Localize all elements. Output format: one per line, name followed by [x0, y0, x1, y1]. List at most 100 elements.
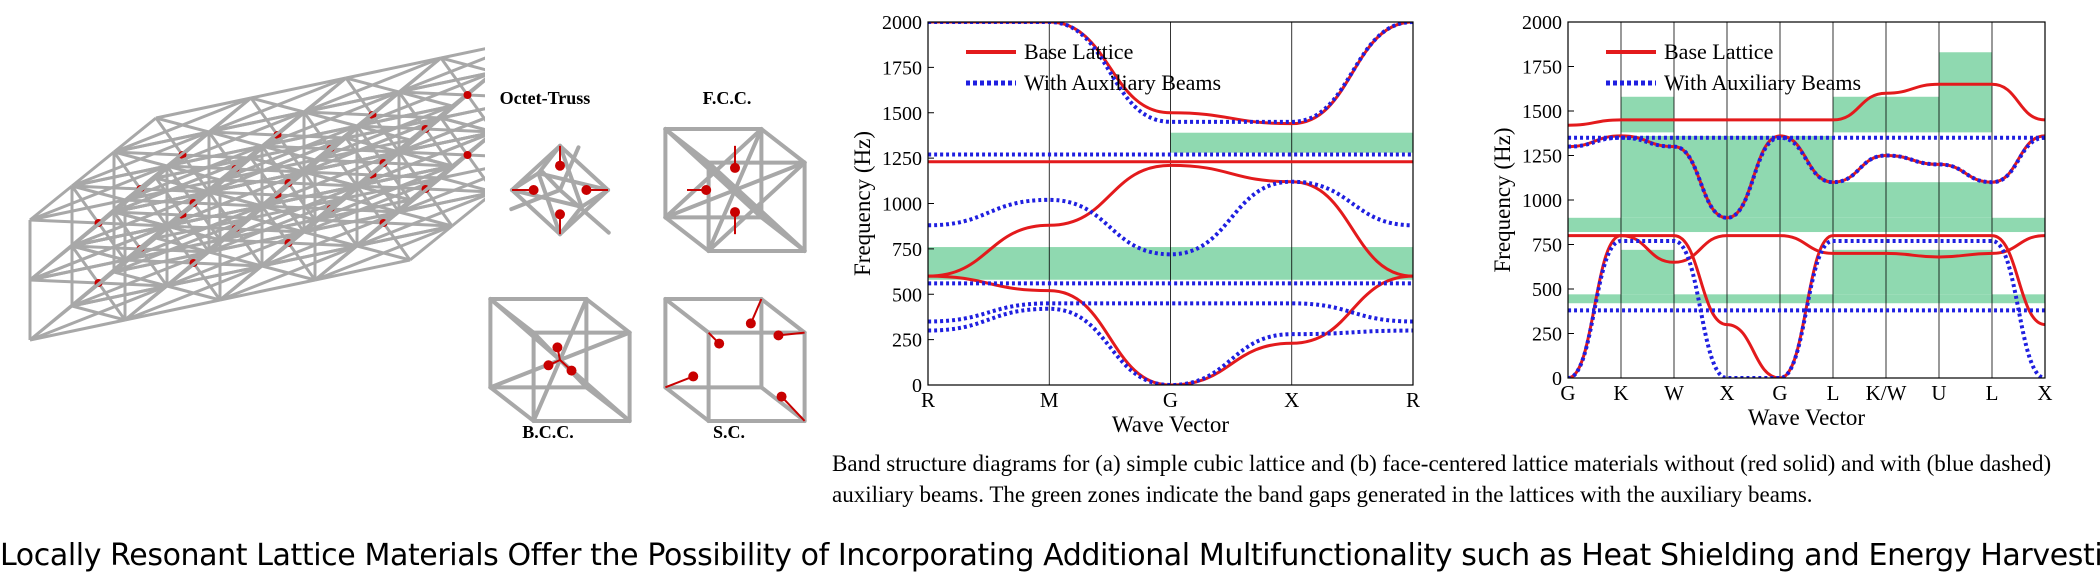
strut	[113, 270, 168, 288]
auxiliary-band	[928, 22, 1413, 124]
x-tick-label: G	[1772, 381, 1787, 405]
x-tick-label: K/W	[1866, 381, 1907, 405]
resonator-mass	[463, 151, 472, 159]
strut	[759, 385, 807, 423]
x-tick-label: L	[1986, 381, 1999, 405]
strut	[29, 318, 126, 342]
strut	[398, 150, 453, 168]
resonator-mass	[714, 338, 725, 349]
strut	[759, 127, 807, 165]
strut	[356, 184, 411, 202]
base-band	[928, 274, 1413, 385]
strut	[584, 297, 632, 335]
strut	[208, 110, 305, 134]
strut	[451, 197, 485, 228]
strut	[113, 130, 210, 154]
strut	[488, 385, 536, 423]
strut	[398, 56, 442, 94]
legend-label-base: Base Lattice	[1664, 39, 1773, 64]
y-tick-label: 1750	[882, 57, 922, 79]
strut	[166, 224, 221, 242]
y-tick-label: 1500	[882, 103, 922, 125]
strut	[71, 184, 126, 202]
x-tick-label: L	[1827, 381, 1840, 405]
strut	[261, 110, 305, 148]
strut	[71, 224, 168, 248]
strut	[219, 218, 316, 242]
x-tick-label: R	[921, 388, 935, 412]
strut	[356, 164, 453, 188]
band-gap-zone	[1621, 249, 1674, 295]
strut	[113, 150, 168, 168]
resonator-mass	[730, 207, 740, 218]
band-gap-zone	[1833, 249, 1992, 295]
strut	[261, 244, 358, 268]
y-tick-label: 1000	[882, 194, 922, 216]
strut	[166, 264, 263, 288]
base-band	[1568, 234, 2045, 264]
strut	[663, 215, 711, 253]
y-tick-label: 500	[1532, 279, 1562, 301]
strut	[219, 204, 263, 242]
auxiliary-band	[1568, 238, 2045, 378]
strut	[345, 196, 400, 214]
strut	[314, 138, 411, 162]
strut	[124, 164, 168, 202]
strut	[113, 116, 157, 154]
strut	[663, 385, 711, 423]
strut	[539, 168, 562, 192]
strut	[29, 198, 126, 222]
y-tick-label: 2000	[1522, 12, 1562, 34]
strut	[208, 190, 263, 208]
strut	[71, 150, 115, 188]
strut	[706, 127, 764, 253]
auxiliary-band	[1568, 135, 2045, 220]
x-tick-label: G	[1560, 381, 1575, 405]
strut	[29, 258, 126, 282]
strut	[356, 104, 453, 128]
strut	[759, 297, 807, 335]
strut	[440, 47, 485, 60]
strut	[219, 278, 316, 302]
strut	[356, 124, 411, 142]
band-gap-zone	[1833, 182, 1992, 218]
strut	[356, 90, 400, 128]
strut	[250, 216, 305, 234]
strut	[250, 156, 305, 174]
strut	[440, 116, 485, 132]
strut	[314, 258, 411, 282]
strut	[303, 170, 358, 188]
strut	[261, 204, 316, 222]
unit-cell-label: B.C.C.	[522, 422, 574, 442]
strut	[314, 124, 358, 162]
strut	[440, 167, 485, 180]
x-tick-label: G	[1163, 388, 1178, 412]
y-tick-label: 250	[1532, 324, 1562, 346]
resonator-mass	[566, 365, 577, 376]
x-tick-label: X	[1719, 381, 1734, 405]
strut	[440, 107, 485, 120]
y-tick-label: 1750	[1522, 57, 1562, 79]
strut	[166, 190, 210, 228]
strut	[124, 224, 168, 262]
strut	[558, 145, 581, 192]
strut	[398, 210, 453, 228]
resonator-mass	[543, 360, 554, 371]
y-tick-label: 2000	[882, 12, 922, 34]
resonator-mass	[776, 391, 787, 402]
series-group	[1568, 82, 2045, 378]
resonator-mass	[730, 162, 740, 173]
y-tick-label: 0	[1552, 368, 1562, 390]
unit-cell-label: Octet-Truss	[500, 88, 591, 108]
strut	[166, 204, 263, 228]
resonator-mass	[555, 209, 565, 220]
headline: Locally Resonant Lattice Materials Offer…	[0, 538, 2100, 573]
strut	[345, 136, 400, 154]
strut	[124, 238, 221, 262]
band-gap-zone	[1939, 52, 1992, 133]
base-band	[928, 163, 1413, 278]
